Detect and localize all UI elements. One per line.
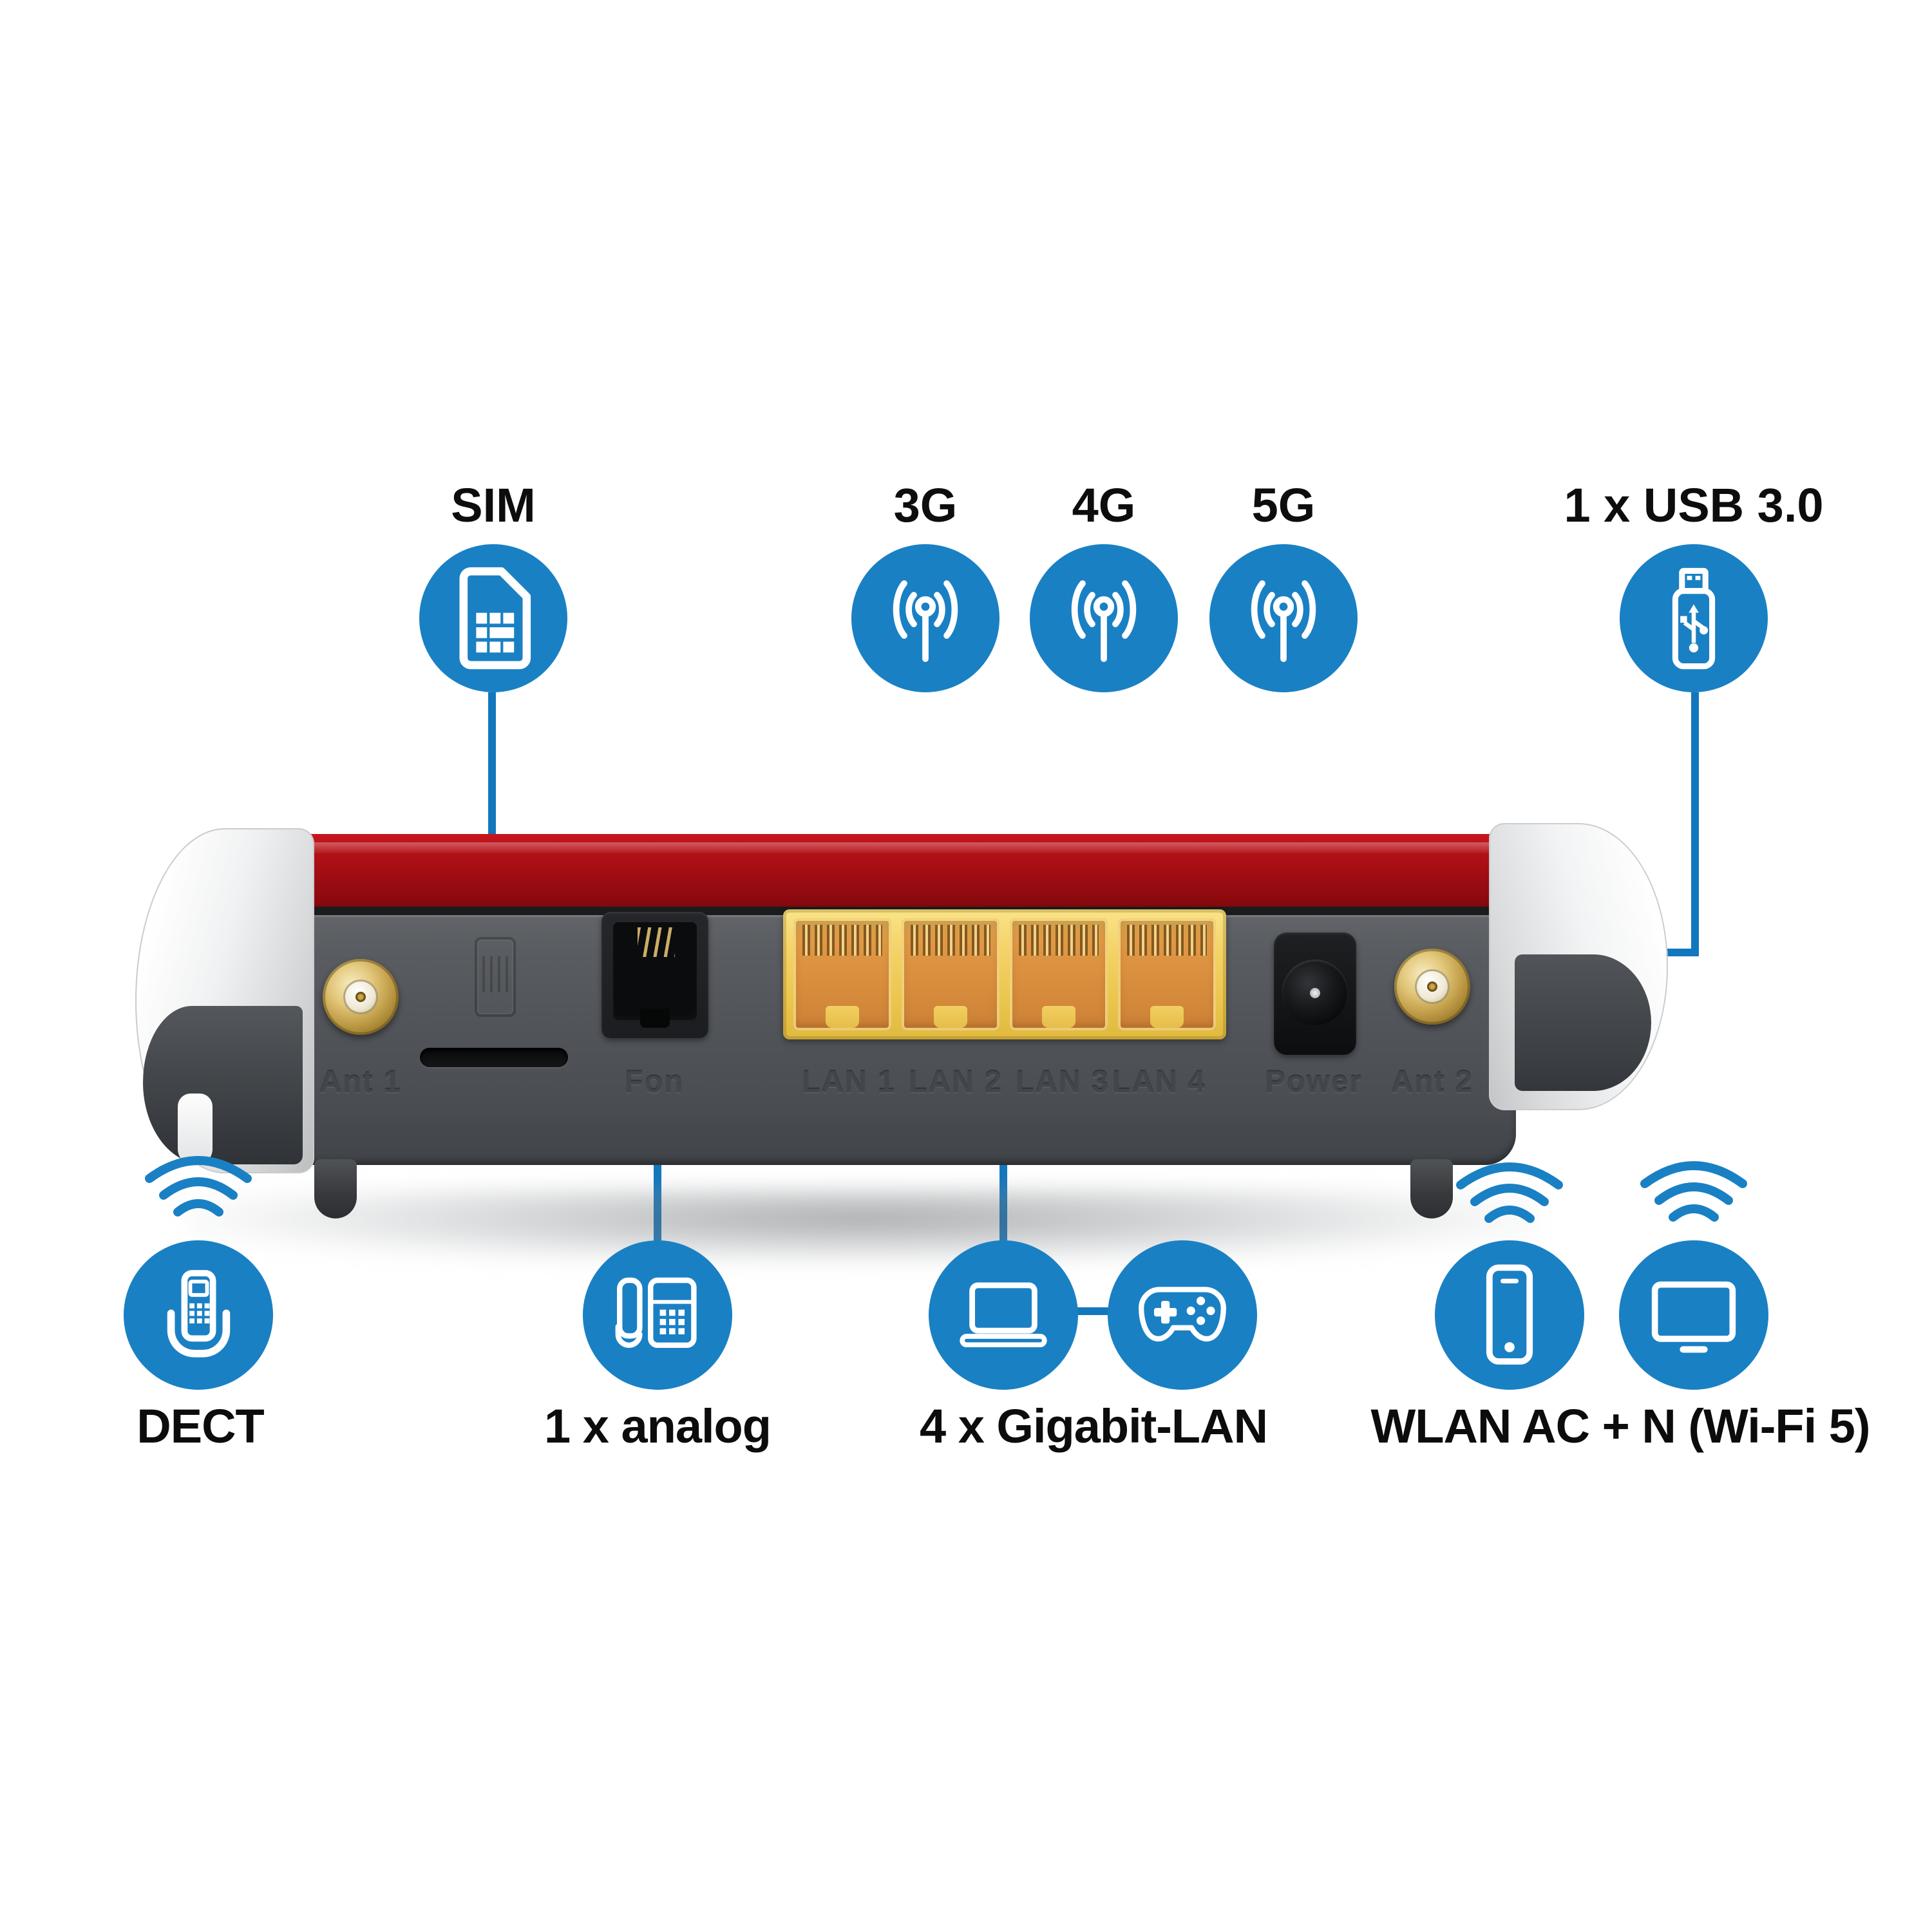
fon-port-latch [640,1009,670,1028]
sim-connector-line [488,692,496,839]
smartphone-icon [1486,1264,1533,1365]
laptop-icon [960,1282,1047,1348]
usb-label: 1 x USB 3.0 [1564,478,1824,532]
mobile-antenna-icon [1071,580,1137,662]
device-shadow [187,1188,1539,1265]
sim-card-slot[interactable] [420,1048,568,1067]
lan-port-3[interactable] [1010,918,1108,1030]
usb-connector-line-vertical [1691,692,1699,956]
usb-stick-icon [1672,567,1716,669]
analog-circle [583,1240,732,1390]
fon-port-pins [638,927,675,957]
port-label-lan4: LAN 4 [1112,1065,1206,1099]
usb-circle [1620,544,1768,692]
power-center-pin [1310,988,1320,998]
power-port[interactable] [1274,933,1356,1055]
lan-port-4[interactable] [1118,918,1216,1030]
gigabit-lan-gamepad-circle [1108,1240,1257,1390]
device-foot-left [314,1159,357,1218]
desk-phone-icon [615,1277,697,1348]
gigabit-lan-label: 4 x Gigabit-LAN [919,1399,1268,1453]
wlan-label: WLAN AC + N (Wi-Fi 5) [1370,1399,1870,1453]
cordless-phone-icon [167,1270,230,1358]
mobile-antenna-icon [893,580,958,662]
wlan-tv-circle [1619,1240,1768,1390]
antenna-port-2[interactable] [1394,949,1470,1025]
dect-wifi-waves-icon [145,1156,252,1217]
lan-port-2[interactable] [902,918,999,1030]
tv-icon [1651,1281,1736,1353]
device-left-cap-shade [143,1006,303,1164]
analog-label: 1 x analog [544,1399,772,1453]
port-label-lan3: LAN 3 [1016,1065,1110,1099]
dect-circle [124,1240,273,1390]
5g-circle [1209,544,1358,692]
fon-port[interactable] [601,912,708,1038]
port-label-lan1: LAN 1 [802,1065,896,1099]
4g-circle [1030,544,1178,692]
4g-label: 4G [1072,478,1136,532]
port-label-ant1: Ant 1 [319,1065,402,1099]
lan-port-block [783,909,1226,1039]
lan-port-1[interactable] [793,918,891,1030]
port-label-lan2: LAN 2 [909,1065,1003,1099]
sim-circle [419,544,567,692]
usb-connector-line-horizontal [1665,949,1699,956]
dect-label: DECT [137,1399,264,1453]
device-foot-right [1410,1159,1453,1218]
3g-label: 3G [893,478,958,532]
port-label-ant2: Ant 2 [1391,1065,1473,1099]
antenna-port-1-pin [355,992,366,1002]
device-left-cap-notch [178,1094,213,1166]
port-label-power: Power [1265,1065,1363,1099]
sim-slot-embossed-icon [475,937,516,1017]
lan-circles-bridge-line [1073,1307,1113,1315]
wlan-phone-wifi-waves-icon [1456,1162,1563,1223]
port-label-fon: Fon [624,1065,685,1099]
3g-circle [851,544,999,692]
sim-label: SIM [451,478,536,532]
mobile-antenna-icon [1251,580,1316,662]
gigabit-lan-laptop-circle [929,1240,1078,1390]
wlan-smartphone-circle [1435,1240,1584,1390]
wlan-tv-wifi-waves-icon [1640,1161,1747,1222]
device-right-cap-shade [1515,954,1651,1091]
5g-label: 5G [1251,478,1316,532]
antenna-port-1[interactable] [323,959,399,1035]
device-red-top [289,834,1512,909]
antenna-port-2-pin [1427,981,1437,992]
sim-card-icon [459,567,531,670]
game-controller-icon [1139,1287,1226,1341]
